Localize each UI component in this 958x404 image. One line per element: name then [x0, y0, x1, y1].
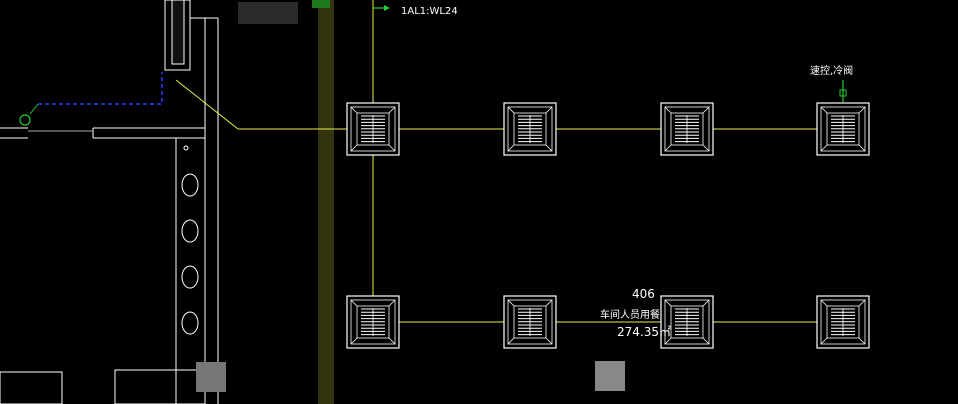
room-name: 车间人员用餐 — [600, 310, 660, 321]
cassette-unit-r2-c2 — [503, 295, 557, 349]
column-band — [318, 0, 334, 404]
cassette-unit-r2-c1 — [346, 295, 400, 349]
blurred-patch — [238, 2, 298, 24]
cassette-unit-r1-c2 — [503, 102, 557, 156]
cassette-unit-r1-c4 — [816, 102, 870, 156]
unit-tag: 速控,冷阀 — [810, 66, 854, 77]
wiring — [175, 0, 843, 323]
cassette-unit-r2-c3 — [660, 295, 714, 349]
dashed-wire — [38, 72, 163, 105]
room-number: 406 — [632, 287, 655, 301]
column-band-top-green — [312, 0, 330, 8]
cassette-unit-r1-c1 — [346, 102, 400, 156]
cassette-unit-r2-c4 — [816, 295, 870, 349]
walls — [0, 0, 226, 404]
tag-arrow — [839, 80, 847, 102]
circuit-label: 1AL1:WL24 — [401, 6, 458, 17]
green-marker — [19, 114, 31, 126]
grip-square — [595, 361, 625, 391]
wall-fixtures — [181, 145, 199, 335]
cassette-unit-r1-c3 — [660, 102, 714, 156]
room-area: 274.35㎡ — [617, 325, 671, 339]
circuit-flag — [373, 5, 390, 11]
